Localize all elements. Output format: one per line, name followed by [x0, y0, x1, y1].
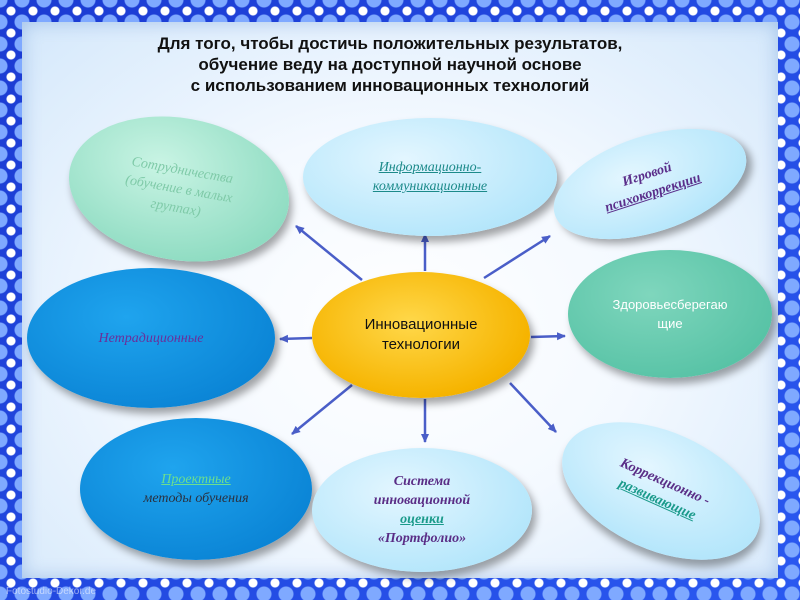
node-label: Сотрудничества (обучение в малых группах… [121, 152, 238, 227]
arrow-to-health [530, 332, 566, 341]
title-line: с использованием инновационных технологи… [190, 76, 590, 95]
node-label-line: Проектные [161, 472, 231, 487]
node-label: Нетрадиционные [99, 329, 204, 348]
page-title: Для того, чтобы достичь положительных ре… [90, 33, 690, 96]
center-label-line: Инновационные [364, 316, 478, 333]
watermark: Fotostudio-Dekor.de [6, 586, 97, 597]
node-label-line: Система [393, 474, 451, 489]
arrow-to-nontraditional [279, 334, 313, 343]
node-portfolio: Система инновационной оценки «Портфолио» [312, 448, 532, 572]
node-label: Коррекционно - развивающие [609, 454, 713, 528]
center-node: Инновационные технологии [312, 272, 530, 398]
node-project: Проектные методы обучения [80, 418, 312, 560]
node-label: Проектные методы обучения [143, 470, 248, 508]
node-health: Здоровьесберегаю щие [568, 250, 772, 378]
arrow-to-correction [509, 382, 557, 433]
node-label: Информационно- коммуникационные [373, 158, 487, 196]
node-label-line: щие [657, 316, 683, 331]
node-label: Система инновационной оценки «Портфолио» [374, 472, 470, 548]
node-label-line: «Портфолио» [377, 531, 467, 546]
node-label-line: методы обучения [143, 491, 249, 506]
arrow-to-cooperation [295, 225, 363, 281]
node-label: Здоровьесберегаю щие [613, 295, 728, 333]
arrow-to-project [291, 384, 353, 435]
node-label-line: инновационной [373, 493, 471, 508]
node-label-line: Нетрадиционные [98, 330, 204, 346]
node-label-line: Информационно- [378, 160, 482, 175]
arrow-to-game [483, 234, 551, 280]
node-nontraditional: Нетрадиционные [27, 268, 275, 408]
center-label: Инновационные технологии [365, 315, 478, 355]
center-label-line: технологии [381, 336, 460, 353]
node-ict: Информационно- коммуникационные [303, 118, 557, 236]
node-label-line: оценки [400, 512, 444, 527]
node-label-line: Здоровьесберегаю [612, 297, 728, 312]
node-label: Игровой психокоррекции [597, 151, 704, 218]
title-line: Для того, чтобы достичь положительных ре… [157, 34, 623, 53]
node-label-line: коммуникационные [372, 179, 488, 194]
title-line: обучение веду на доступной научной основ… [198, 55, 582, 74]
